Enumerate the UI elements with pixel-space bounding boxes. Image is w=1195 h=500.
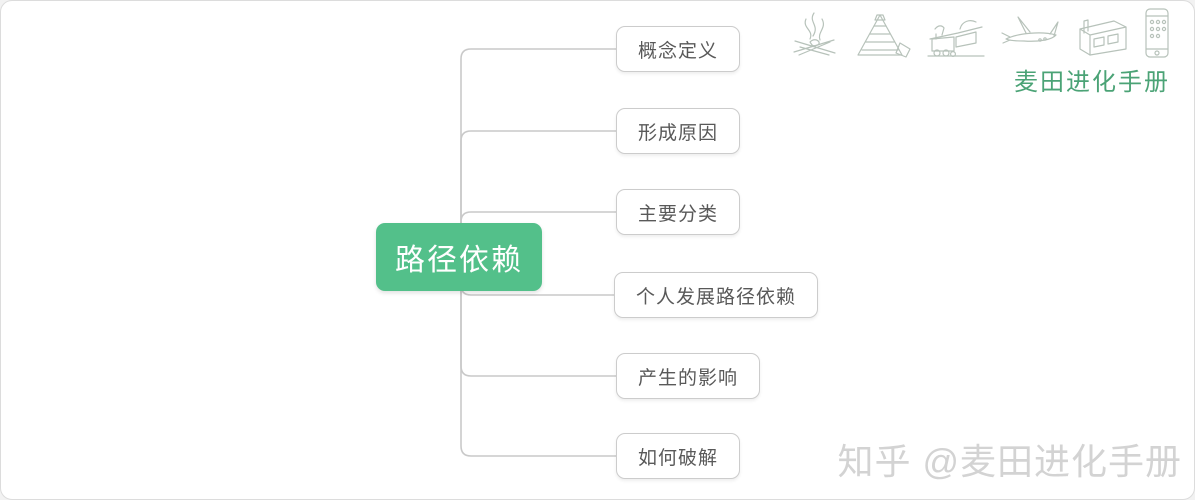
branch-node-label: 主要分类: [638, 203, 719, 225]
branch-node-personal-development[interactable]: 个人发展路径依赖: [614, 272, 819, 318]
branch-node-concept-definition[interactable]: 概念定义: [616, 26, 741, 72]
branch-node-label: 产生的影响: [638, 367, 739, 389]
header-sketch-strip: [786, 7, 1172, 61]
branch-node-label: 形成原因: [638, 122, 719, 144]
zhihu-watermark: 知乎 @麦田进化手册: [837, 441, 1182, 482]
campfire-icon: [793, 12, 836, 56]
pyramid-icon: [857, 14, 911, 58]
brand-title: 麦田进化手册: [1014, 69, 1170, 96]
branch-node-main-categories[interactable]: 主要分类: [616, 189, 741, 235]
branch-node-resulting-effects[interactable]: 产生的影响: [616, 353, 761, 399]
root-node-label: 路径依赖: [395, 244, 523, 277]
branch-node-label: 如何破解: [638, 447, 719, 469]
factory-icon: [1079, 19, 1127, 56]
root-node-path-dependence[interactable]: 路径依赖: [376, 223, 542, 291]
train-icon: [927, 20, 985, 57]
smartphone-icon: [1145, 8, 1169, 58]
branch-node-label: 概念定义: [638, 40, 719, 62]
airplane-icon: [1001, 16, 1059, 44]
branch-node-how-to-break[interactable]: 如何破解: [616, 433, 741, 479]
branch-node-formation-causes[interactable]: 形成原因: [616, 108, 741, 154]
branch-node-label: 个人发展路径依赖: [636, 286, 797, 308]
